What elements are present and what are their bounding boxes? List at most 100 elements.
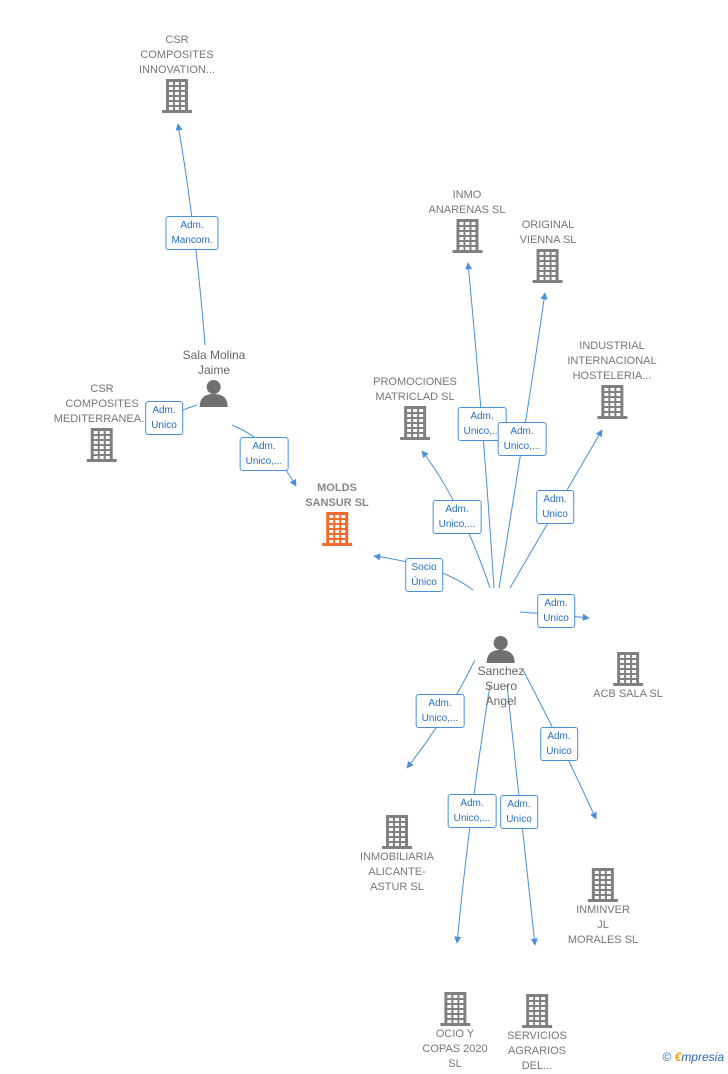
node-label-line: COMPOSITES — [140, 49, 214, 61]
node-label-line: INNOVATION... — [139, 64, 215, 76]
role-badge[interactable]: Adm.Unico — [500, 795, 538, 829]
role-badge-line: Adm. — [428, 698, 452, 709]
node-molds[interactable]: MOLDS SANSUR SL — [305, 481, 369, 547]
person-icon — [478, 634, 525, 664]
node-label-line: MOLDS — [317, 482, 357, 494]
role-badge-line: Único — [411, 577, 437, 588]
role-badge-line: Unico,... — [453, 813, 491, 824]
role-badge-line: Adm. — [547, 731, 571, 742]
node-label-line: Angel — [485, 694, 517, 708]
node-label-line: ORIGINAL — [521, 219, 575, 231]
building-icon — [373, 405, 457, 441]
role-badge-line: Mancom. — [171, 235, 213, 246]
node-label-line: SANSUR SL — [305, 497, 369, 509]
role-badge-line: Unico,... — [503, 441, 541, 452]
role-badge-line: Unico — [151, 420, 177, 431]
node-industrial[interactable]: INDUSTRIAL INTERNACIONAL HOSTELERIA... — [567, 339, 657, 420]
node-label-line: INMINVER — [576, 904, 630, 916]
node-promociones[interactable]: PROMOCIONES MATRICLAD SL — [373, 375, 457, 441]
node-label-line: INDUSTRIAL — [579, 340, 645, 352]
node-label-line: MEDITERRANEA... — [53, 413, 151, 425]
building-icon — [54, 427, 151, 463]
role-badge-line: Adm. — [460, 798, 484, 809]
node-label-line: Suero — [484, 679, 518, 693]
node-label-line: COMPOSITES — [65, 398, 139, 410]
role-badge-line: Unico,... — [463, 426, 501, 437]
role-badge-line: Adm. — [252, 441, 276, 452]
role-badge[interactable]: Adm. Unico,... — [447, 794, 497, 828]
role-badge-line: Adm. — [470, 411, 494, 422]
role-badge[interactable]: Adm. Unico — [537, 594, 575, 628]
building-icon — [422, 991, 487, 1027]
copyright-symbol: © — [662, 1050, 672, 1064]
node-inmo[interactable]: INMO ANARENAS SL — [428, 188, 506, 254]
building-icon — [305, 511, 369, 547]
node-label-line: SERVICIOS — [507, 1030, 567, 1042]
node-label-line: CSR — [90, 383, 114, 395]
node-label-line: INMO — [452, 189, 482, 201]
role-badge[interactable]: Adm. Unico,... — [497, 422, 547, 456]
role-badge[interactable]: Adm.Unico — [536, 490, 574, 524]
building-icon — [360, 814, 434, 850]
building-icon — [139, 78, 215, 114]
role-badge[interactable]: Adm. Unico,... — [432, 500, 482, 534]
node-label-line: VIENNA SL — [519, 234, 577, 246]
building-icon — [567, 384, 656, 420]
node-label-line: COPAS 2020 — [422, 1043, 488, 1055]
role-badge[interactable]: Adm. Unico,... — [415, 694, 465, 728]
node-label-line: MORALES SL — [567, 934, 639, 946]
node-label-line: ALICANTE- — [368, 866, 426, 878]
node-label-line: SL — [448, 1058, 462, 1070]
role-badge-line: Unico — [506, 814, 532, 825]
role-badge-line: Socio — [411, 562, 437, 573]
node-label-line: ASTUR SL — [370, 881, 424, 893]
node-label-line: ACB SALA SL — [593, 688, 663, 700]
node-label-line: CSR — [165, 34, 189, 46]
node-label-line: ANARENAS SL — [428, 204, 506, 216]
node-label-line: JL — [597, 919, 609, 931]
node-label-line: DEL... — [521, 1060, 553, 1072]
person-icon — [183, 378, 246, 408]
node-label-line: AGRARIOS — [507, 1045, 567, 1057]
node-acb[interactable]: ACB SALA SL — [593, 651, 663, 702]
node-label-line: MATRICLAD SL — [375, 391, 455, 403]
node-csr-innov[interactable]: CSR COMPOSITES INNOVATION... — [139, 33, 215, 114]
role-badge-line: Adm. — [544, 598, 568, 609]
node-original[interactable]: ORIGINAL VIENNA SL — [519, 218, 577, 284]
node-inminver[interactable]: INMINVER JL MORALES SL — [568, 867, 638, 948]
role-badge[interactable]: Adm. Unico — [540, 727, 578, 761]
node-label-line: INTERNACIONAL — [567, 355, 657, 367]
building-icon — [520, 248, 577, 284]
node-label-line: PROMOCIONES — [373, 376, 457, 388]
node-label-line: Sanchez — [477, 664, 525, 678]
building-icon — [593, 651, 663, 687]
node-label-line: HOSTELERIA... — [572, 370, 652, 382]
node-label-line: OCIO Y — [435, 1028, 475, 1040]
building-icon — [507, 993, 567, 1029]
role-badge-line: Adm. — [180, 220, 204, 231]
role-badge[interactable]: Adm. Unico — [145, 401, 183, 435]
role-badge[interactable]: Adm. Unico,... — [239, 437, 289, 471]
node-label-line: Sala Molina — [182, 348, 246, 362]
building-icon — [428, 218, 505, 254]
node-csr-medit[interactable]: CSR COMPOSITES MEDITERRANEA... — [53, 382, 151, 463]
node-servicios[interactable]: SERVICIOS AGRARIOS DEL... — [507, 993, 567, 1074]
role-badge-line: Unico,... — [245, 456, 283, 467]
role-badge-line: Unico,... — [438, 519, 476, 530]
role-badge-line: Adm. — [152, 405, 176, 416]
footer-brand[interactable]: © €mpresia — [662, 1050, 724, 1064]
role-badge-line: Unico — [543, 613, 569, 624]
role-badge-line: Unico — [546, 746, 572, 757]
role-badge-line: Adm. — [445, 504, 469, 515]
role-badge-line: Unico,... — [421, 713, 459, 724]
role-badge[interactable]: Adm. Mancom. — [165, 216, 219, 250]
building-icon — [568, 867, 638, 903]
role-badge-line: Adm. — [510, 426, 534, 437]
node-label-line: Jaime — [197, 363, 231, 377]
